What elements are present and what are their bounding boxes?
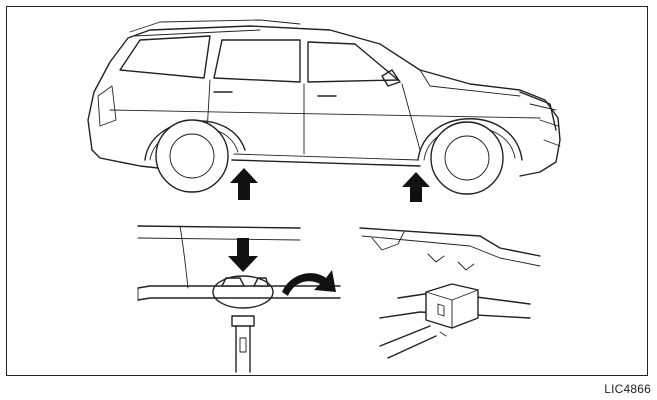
jack-point-detail-left: [137, 225, 341, 373]
down-arrow-icon: [228, 238, 258, 272]
vehicle-illustration: [87, 19, 561, 195]
curved-arrow-icon: [282, 270, 336, 296]
front-jack-point-arrow-icon: [402, 172, 430, 202]
figure-code-label: LIC4866: [604, 382, 651, 396]
jack-point-detail-right: [359, 227, 541, 359]
rear-jack-point-arrow-icon: [230, 168, 258, 200]
diagram-frame: [6, 6, 648, 376]
